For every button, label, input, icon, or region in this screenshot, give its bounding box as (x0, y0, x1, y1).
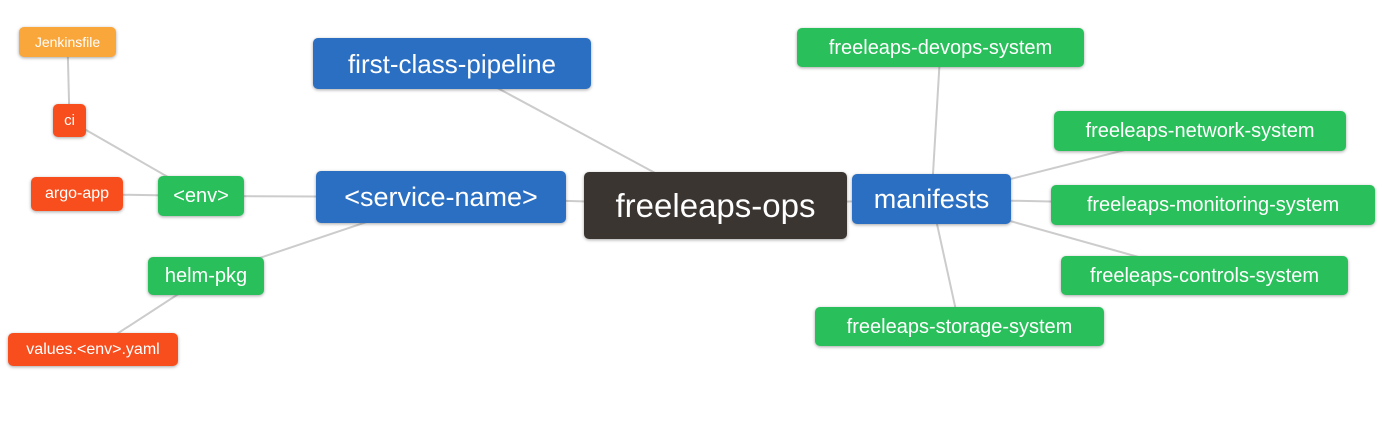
node-label: freeleaps-storage-system (846, 315, 1073, 338)
edge-manifests-devops-system (930, 47, 942, 200)
node-storage-system[interactable]: freeleaps-storage-system (815, 307, 1104, 346)
node-label: Jenkinsfile (34, 34, 101, 50)
node-label: values.<env>.yaml (26, 340, 160, 358)
node-network-system[interactable]: freeleaps-network-system (1054, 111, 1346, 151)
node-devops-system[interactable]: freeleaps-devops-system (797, 28, 1084, 67)
node-label: helm-pkg (164, 265, 248, 287)
node-label: freeleaps-devops-system (828, 36, 1053, 59)
node-service-name[interactable]: <service-name> (316, 171, 566, 223)
node-label: freeleaps-ops (615, 187, 816, 224)
node-jenkinsfile[interactable]: Jenkinsfile (19, 27, 116, 57)
node-monitoring-system[interactable]: freeleaps-monitoring-system (1051, 185, 1375, 225)
node-label: freeleaps-controls-system (1090, 264, 1319, 287)
node-label: first-class-pipeline (347, 48, 557, 79)
node-ci[interactable]: ci (53, 104, 86, 137)
node-freeleaps-ops[interactable]: freeleaps-ops (584, 172, 847, 239)
node-label: <env> (173, 185, 229, 207)
node-label: ci (64, 112, 75, 129)
node-label: <service-name> (344, 181, 538, 212)
node-manifests[interactable]: manifests (852, 174, 1011, 224)
node-label: freeleaps-monitoring-system (1086, 194, 1340, 216)
node-argo-app[interactable]: argo-app (31, 177, 123, 211)
node-helm-pkg[interactable]: helm-pkg (148, 257, 264, 295)
node-values-yaml[interactable]: values.<env>.yaml (8, 333, 178, 366)
node-first-class-pipeline[interactable]: first-class-pipeline (313, 38, 591, 89)
node-controls-system[interactable]: freeleaps-controls-system (1061, 256, 1348, 295)
node-env[interactable]: <env> (158, 176, 244, 216)
node-label: manifests (873, 183, 990, 214)
node-label: freeleaps-network-system (1085, 120, 1315, 142)
node-label: argo-app (44, 185, 110, 202)
